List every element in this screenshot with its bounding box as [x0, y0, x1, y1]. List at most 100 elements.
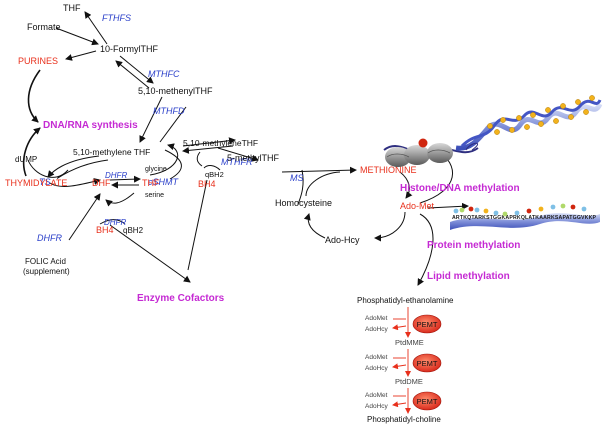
arrow-formate-to-formylthf	[55, 27, 99, 46]
arrow-homocysteine-to-methionine	[305, 171, 341, 197]
curve-qbh2-left	[99, 219, 126, 225]
adohcy-out-1	[392, 324, 407, 331]
ptdmme: PtdMME	[395, 338, 424, 347]
ptddme: PtdDME	[395, 377, 423, 386]
process-protein-methylation: Protein methylation	[427, 240, 520, 251]
arrow-thf-to-methylenethf	[149, 143, 179, 176]
metabolite-thf-mid: THF	[142, 178, 160, 188]
metabolite-adomet: Ado-Met	[400, 201, 435, 211]
nucleosome-1	[385, 147, 411, 167]
nucleosome-wrap-3	[427, 149, 451, 154]
arrow-thymidylate-to-dnarna	[22, 127, 41, 177]
process-dna-rna-synthesis: DNA/RNA synthesis	[43, 120, 138, 131]
metabolite-formate: Formate	[27, 22, 61, 32]
metabolite-methenylthf: 5,10-methenylTHF	[138, 86, 213, 96]
arrow-methylenethf-to-thymidylate	[47, 155, 100, 178]
nucleosome-2	[404, 145, 430, 165]
metabolite-methionine: METHIONINE	[360, 165, 417, 175]
pemt-enzyme-2	[412, 353, 442, 373]
adohcy-out-2	[392, 363, 407, 370]
protein-ribbon: ARTKQTARKSTGGKAPRKQLATKAARKSAPATGGVKKP P…	[427, 203, 600, 282]
arrow-adomet-to-lipid	[417, 213, 434, 286]
metabolite-thymidylate: THYMIDYLATE	[5, 178, 67, 188]
enzyme-fthfs: FTHFS	[102, 13, 131, 23]
metabolite-purines: PURINES	[18, 56, 58, 66]
arrow-dhf-to-thf-top	[109, 175, 141, 183]
pemt-enzyme-3	[412, 391, 442, 411]
arrow-methenylthf-to-methylenethf	[139, 96, 163, 143]
dna-helix-strand-2	[460, 99, 602, 148]
arrow-ts-to-dhf	[49, 178, 101, 187]
adohcy-out-3	[392, 401, 407, 408]
arrow-methionine-to-adomet	[399, 171, 413, 199]
enzyme-cshmt: cSHMT	[148, 177, 179, 187]
enzyme-dhfr-mid: DHFR	[105, 171, 127, 180]
pemt-pathway: Phosphatidyl-ethanolamine AdoMet AdoHcy …	[357, 296, 454, 424]
line-methenyl-methylene	[159, 106, 187, 143]
arrow-serine-loop	[164, 149, 182, 180]
arrow-methylthf-to-methionine	[281, 166, 357, 174]
enzyme-mthfc: MTHFC	[148, 69, 180, 79]
curve-ts-arc	[57, 159, 109, 179]
adomet-label-3: AdoMet	[365, 392, 388, 399]
pemt-label-2: PEMT	[417, 359, 438, 368]
line-methylthf-down	[297, 169, 304, 206]
process-enzyme-cofactors: Enzyme Cofactors	[137, 293, 225, 304]
metabolite-bh4-left: BH4	[96, 225, 114, 235]
enzyme-mthfr: MTHFR	[221, 157, 253, 167]
arrow-formylthf-to-methenylthf	[119, 55, 154, 84]
curve-dump-arc	[27, 159, 69, 178]
metabolite-serine: serine	[145, 192, 164, 199]
metabolite-qbh2-right: qBH2	[205, 170, 224, 179]
metabolite-formylthf: 10-FormylTHF	[100, 44, 159, 54]
phosphatidyl-ethanolamine: Phosphatidyl-ethanolamine	[357, 296, 454, 305]
arrow-folic-to-dhf	[68, 193, 101, 241]
metabolite-dhf: DHF	[92, 178, 111, 188]
folate-cycle: THF FTHFS Formate 10-FormylTHF PURINES M…	[5, 3, 357, 304]
methyl-mark	[418, 138, 428, 148]
process-histone-dna-methylation: Histone/DNA methylation	[400, 183, 520, 194]
arrow-bh4-left-to-cofactors	[109, 224, 191, 283]
metabolite-bh4-right: BH4	[198, 179, 216, 189]
chromatin-illustration: Histone/DNA methylation	[383, 95, 603, 194]
pemt-label-1: PEMT	[417, 320, 438, 329]
arrow-methenylthf-to-formylthf	[115, 60, 150, 89]
metabolite-methylenethf-right: 5,10-methyleneTHF	[183, 138, 258, 148]
dna-tail	[465, 142, 479, 151]
enzyme-dhfr-lowest: DHFR	[37, 233, 62, 243]
metabolite-qbh2-left: qBH2	[123, 226, 144, 235]
adohcy-label-3: AdoHcy	[365, 403, 389, 410]
arrow-formylthf-to-thf	[84, 11, 108, 45]
metabolite-methylthf: 5-methylTHF	[227, 153, 280, 163]
metabolite-thf-top: THF	[63, 3, 81, 13]
metabolite-dump: dUMP	[15, 155, 37, 164]
arrow-to-methylthf	[217, 147, 259, 162]
curve-bh4-right	[203, 165, 221, 171]
adomet-label-2: AdoMet	[365, 354, 388, 361]
adohcy-label-1: AdoHcy	[365, 326, 389, 333]
enzyme-mthfd: MTHFD	[153, 106, 185, 116]
arrow-adohcy-to-homocysteine	[303, 213, 326, 239]
line-bh4-right-to-cofactors	[187, 179, 208, 271]
protein-backbone	[450, 213, 600, 230]
arrow-methylene-right-top	[182, 137, 236, 147]
metabolite-glycine: glycine	[145, 166, 167, 173]
curve-qbh2-right	[196, 151, 203, 167]
methionine-cycle: MS METHIONINE Homocysteine Ado-Met Ado-H…	[275, 149, 469, 286]
metabolite-homocysteine: Homocysteine	[275, 198, 332, 208]
arrow-dhfr-loop	[105, 192, 135, 207]
methyl-beads	[487, 95, 595, 135]
enzyme-ms: MS	[290, 173, 304, 183]
enzyme-dhfr-low: DHFR	[104, 218, 126, 227]
arrow-formylthf-to-purines	[65, 50, 97, 61]
pemt-enzyme-1	[412, 314, 442, 334]
protein-methyl-marks	[453, 203, 587, 217]
enzyme-ts: TS	[39, 177, 51, 187]
nucleosome-wrap-1	[386, 153, 410, 158]
adomet-label-1: AdoMet	[365, 315, 388, 322]
arrow-methylene-right-bottom	[182, 145, 234, 154]
metabolite-folic-acid: FOLIC Acid	[25, 257, 66, 266]
arrow-adomet-to-adohcy	[374, 211, 406, 242]
